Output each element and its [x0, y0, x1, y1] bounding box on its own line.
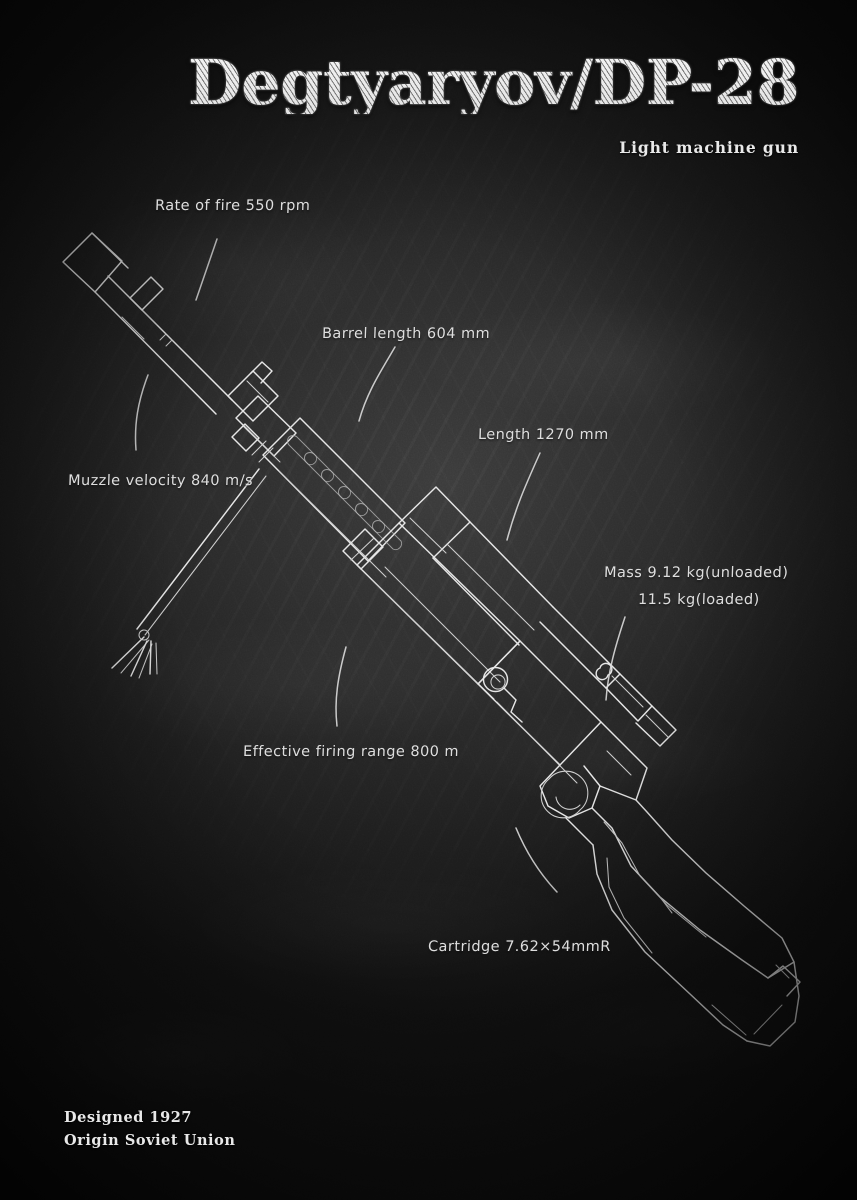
- page-title: Degtyaryov/DP-28: [0, 52, 799, 114]
- callout-effective-firing-range: Effective firing range 800 m: [242, 744, 460, 760]
- callout-muzzle-velocity: Muzzle velocity 840 m/s: [67, 473, 254, 489]
- callout-rate-of-fire: Rate of fire 550 rpm: [154, 198, 311, 214]
- callout-barrel-length: Barrel length 604 mm: [321, 326, 491, 342]
- footer-origin: Origin Soviet Union: [64, 1131, 236, 1149]
- callout-cartridge: Cartridge 7.62×54mmR: [427, 939, 612, 955]
- footer-designed: Designed 1927: [64, 1109, 193, 1127]
- callout-length: Length 1270 mm: [477, 427, 609, 443]
- callout-mass-loaded: 11.5 kg(loaded): [637, 592, 760, 608]
- footer-block: Designed 1927 Origin Soviet Union: [64, 1107, 235, 1152]
- callout-mass-unloaded: Mass 9.12 kg(unloaded): [603, 565, 789, 581]
- page-subtitle: Light machine gun: [619, 138, 799, 157]
